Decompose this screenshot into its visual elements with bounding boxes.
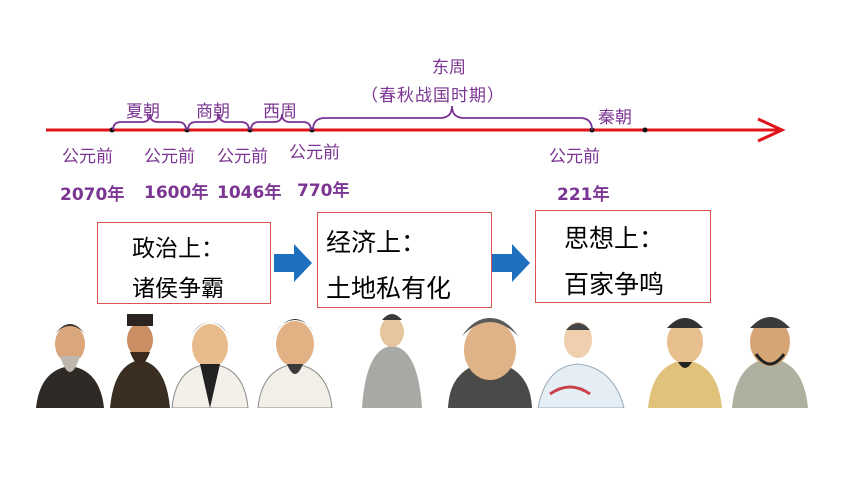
box-content: 诸侯争霸 (132, 276, 224, 302)
box-content: 百家争鸣 (564, 270, 665, 299)
portrait-1 (36, 324, 104, 408)
date-prefix: 公元前 (217, 147, 268, 167)
portrait-5 (362, 314, 422, 408)
era-label-xia: 夏朝 (126, 102, 160, 122)
era-label-xizhou: 西周 (263, 102, 297, 122)
date-prefix: 公元前 (144, 147, 195, 167)
brace-xizhou (250, 113, 312, 131)
portrait-4 (257, 319, 333, 408)
brace-dongzhou (312, 105, 593, 131)
date-prefix: 公元前 (62, 147, 113, 167)
box-title: 政治上： (132, 236, 224, 262)
tick-mark (642, 127, 648, 133)
date-year: 2070年 (60, 185, 125, 205)
date-year: 770年 (297, 181, 350, 201)
box-title: 经济上： (326, 228, 427, 257)
era-subtitle-dongzhou: （春秋战国时期） (361, 86, 505, 106)
arrow-right-icon (274, 244, 312, 282)
economy-box: 经济上： 土地私有化 (317, 212, 492, 308)
date-year: 1046年 (217, 183, 282, 203)
date-year: 1600年 (144, 183, 209, 203)
portrait-2 (110, 314, 170, 408)
portrait-8 (648, 318, 722, 408)
date-year: 221年 (557, 185, 610, 205)
timeline-arrowhead (757, 117, 786, 143)
brace-xia (112, 113, 187, 131)
date-prefix: 公元前 (549, 147, 600, 167)
politics-box: 政治上： 诸侯争霸 (97, 222, 271, 304)
era-label-dongzhou: 东周 (432, 58, 466, 78)
era-label-shang: 商朝 (196, 102, 230, 122)
portrait-3 (171, 322, 249, 408)
date-prefix: 公元前 (289, 143, 340, 163)
portrait-9 (732, 317, 808, 408)
portrait-7 (537, 322, 625, 408)
era-label-qin: 秦朝 (598, 108, 632, 128)
box-title: 思想上： (564, 224, 665, 253)
arrow-right-icon (492, 244, 530, 282)
brace-shang (187, 113, 250, 131)
portraits-row (36, 314, 808, 408)
thought-box: 思想上： 百家争鸣 (535, 210, 711, 303)
portrait-6 (448, 318, 532, 408)
box-content: 土地私有化 (326, 274, 452, 303)
